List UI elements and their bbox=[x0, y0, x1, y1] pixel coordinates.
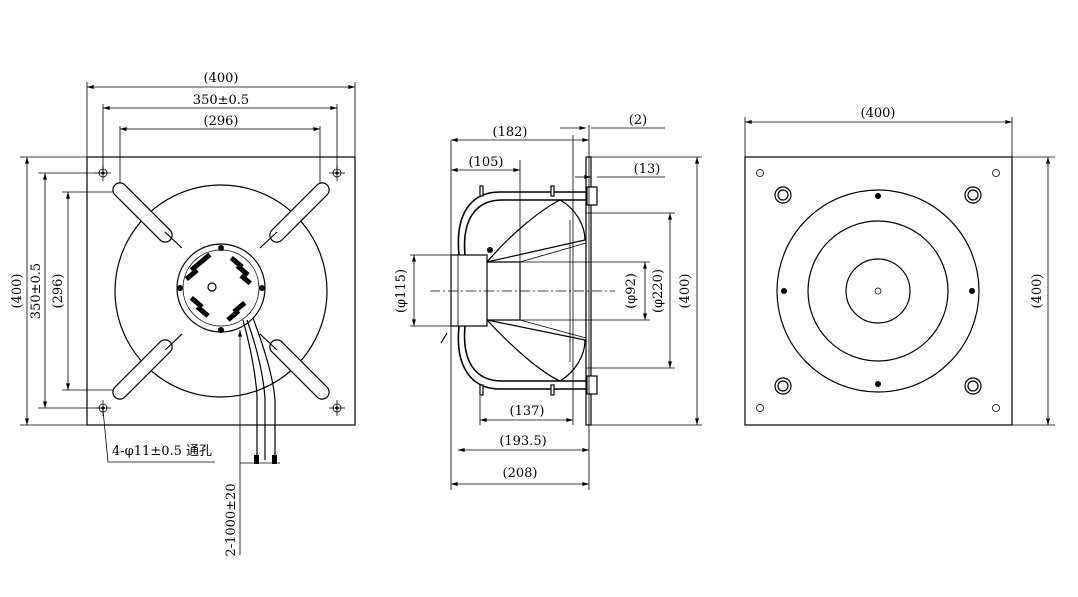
dim-hole-spacing-h: 350±0.5 bbox=[193, 93, 249, 108]
guard-ring bbox=[114, 184, 328, 398]
dim-front-height: (400) bbox=[10, 274, 25, 309]
front-view: (400) 350±0.5 (296) (400) 350±0.5 (296) … bbox=[10, 71, 356, 557]
dim-front-width: (400) bbox=[204, 71, 239, 86]
dim-depth-208: (208) bbox=[503, 466, 538, 481]
dim-rear-width: (400) bbox=[861, 106, 896, 121]
dim-hub-dia: (φ92) bbox=[624, 273, 639, 309]
guard-arms bbox=[112, 182, 330, 400]
rear-bolt bbox=[774, 377, 792, 395]
dim-depth-105: (105) bbox=[469, 155, 504, 170]
dim-depth-193-5: (193.5) bbox=[499, 434, 546, 449]
mounting-hole bbox=[329, 400, 345, 416]
dim-rear-height: (400) bbox=[1030, 274, 1045, 309]
dim-impeller-dia: (φ220) bbox=[651, 269, 666, 313]
dim-offset-13: (13) bbox=[634, 162, 661, 177]
dim-hole-spacing-v: 350±0.5 bbox=[29, 263, 44, 319]
hole-callout: 4-φ11±0.5 通孔 bbox=[112, 444, 212, 459]
dim-motor-dia: (φ115) bbox=[394, 269, 409, 313]
dim-plate-height: (400) bbox=[678, 274, 693, 309]
dim-depth-182: (182) bbox=[493, 125, 528, 140]
rear-ring bbox=[776, 189, 980, 393]
dim-lead-length: 2-1000±20 bbox=[224, 483, 239, 556]
dim-flange-2: (2) bbox=[629, 113, 647, 128]
mounting-hole bbox=[329, 165, 345, 181]
rear-bolt bbox=[964, 377, 982, 395]
rear-view: (400) (400) bbox=[744, 106, 1055, 426]
mounting-hole bbox=[95, 165, 111, 181]
dim-guard-height: (296) bbox=[51, 274, 66, 309]
rear-bolt bbox=[774, 186, 792, 204]
lead-wires bbox=[242, 317, 277, 464]
rear-bolt bbox=[964, 186, 982, 204]
dim-depth-137: (137) bbox=[510, 404, 545, 419]
side-view: (182) (105) (2) (13) (φ115) (φ92) (φ220)… bbox=[394, 113, 702, 490]
dim-guard-width: (296) bbox=[204, 114, 239, 129]
motor-hub bbox=[176, 243, 266, 333]
